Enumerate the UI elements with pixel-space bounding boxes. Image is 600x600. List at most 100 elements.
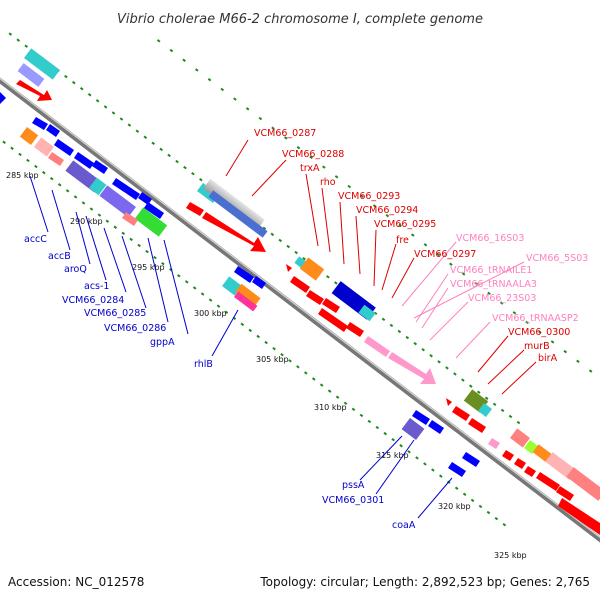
gene-arrow-red bbox=[502, 450, 514, 461]
tick-dot bbox=[153, 255, 157, 260]
gene-arrow-blue bbox=[74, 152, 94, 169]
gene-arrow-blue bbox=[112, 178, 140, 200]
gene-block-cyan bbox=[24, 48, 60, 80]
tick-dot bbox=[398, 223, 402, 228]
tick-dot bbox=[431, 468, 435, 472]
gene-block-cyan bbox=[477, 402, 493, 418]
gene-label: VCM66_23S03 bbox=[468, 293, 536, 304]
tick-dot bbox=[423, 243, 428, 247]
topology-label: Topology: circular; Length: 2,892,523 bp… bbox=[259, 575, 590, 589]
gene-arrow-red bbox=[514, 458, 526, 469]
tick-dot bbox=[79, 86, 84, 91]
tick-dot bbox=[182, 58, 186, 62]
tick-dot bbox=[334, 281, 338, 285]
tick-dot bbox=[484, 396, 489, 400]
leader-line bbox=[29, 175, 49, 233]
tick-dot bbox=[49, 176, 54, 181]
leader-line bbox=[487, 349, 525, 385]
tick-dot bbox=[103, 105, 108, 109]
tick-dot bbox=[397, 329, 402, 334]
gene-label: VCM66_16S03 bbox=[456, 233, 524, 244]
tick-dot bbox=[302, 256, 306, 261]
tick-dot bbox=[487, 291, 491, 296]
gene-label: trxA bbox=[300, 163, 320, 174]
gene-block-steelblue bbox=[208, 190, 268, 238]
gene-arrow-blue bbox=[54, 139, 74, 156]
gene-label: VCM66_0287 bbox=[254, 128, 316, 139]
tick-dot bbox=[105, 219, 110, 223]
tick-dot bbox=[304, 371, 308, 375]
tick-dot bbox=[137, 243, 141, 248]
feature-cluster-right-top bbox=[186, 178, 268, 252]
gene-block-pink bbox=[545, 452, 577, 480]
gene-label: VCM66_tRNAILE1 bbox=[450, 265, 532, 276]
leader-line bbox=[417, 477, 453, 519]
tick-label: 320 kbp bbox=[438, 502, 471, 511]
gene-arrow-red bbox=[468, 418, 486, 433]
tick-label: 315 kbp bbox=[376, 451, 409, 460]
leader-line bbox=[339, 201, 345, 265]
gene-arrow-blue bbox=[0, 92, 6, 104]
leader-line bbox=[413, 261, 525, 319]
gene-label: accC bbox=[24, 234, 47, 245]
gene-block-orange bbox=[19, 126, 39, 146]
tick-dot bbox=[486, 510, 491, 515]
gene-block-orange bbox=[299, 257, 325, 281]
gene-arrow-red bbox=[556, 486, 574, 501]
tick-dot bbox=[121, 231, 126, 236]
tick-dot bbox=[256, 334, 260, 339]
tick-dot bbox=[119, 117, 124, 121]
tick-dot-tracks bbox=[2, 32, 593, 527]
tick-dot bbox=[16, 38, 21, 42]
tick-dot bbox=[262, 226, 267, 230]
gene-arrow-salmon bbox=[122, 212, 138, 226]
leader-line bbox=[455, 321, 491, 359]
tick-dot bbox=[391, 437, 395, 442]
tick-label: 285 kbp bbox=[6, 171, 39, 180]
tick-dot bbox=[421, 347, 425, 352]
leader-line bbox=[305, 173, 319, 247]
leader-line bbox=[51, 189, 71, 251]
tick-dot bbox=[334, 175, 339, 179]
tick-dot bbox=[97, 213, 102, 217]
gene-label: rhlB bbox=[194, 359, 213, 370]
kbp-tick-labels: 285 kbp 290 kbp 295 kbp 300 kbp 305 kbp … bbox=[6, 171, 527, 560]
gene-label: murB bbox=[524, 341, 550, 352]
tick-dot bbox=[65, 189, 70, 193]
tick-dot bbox=[288, 359, 292, 363]
gene-label: fre bbox=[396, 235, 409, 246]
tick-dot bbox=[296, 145, 301, 150]
gene-label: coaA bbox=[392, 520, 416, 531]
gene-block-grey bbox=[203, 178, 265, 230]
tick-label: 305 kbp bbox=[256, 355, 289, 364]
tick-dot bbox=[500, 408, 505, 413]
tick-dot bbox=[474, 281, 479, 286]
tick-dot bbox=[311, 377, 316, 381]
gene-arrow-blue bbox=[144, 202, 164, 219]
gene-label: aroQ bbox=[64, 264, 87, 275]
gene-arrow-blue bbox=[32, 117, 48, 130]
tick-dot bbox=[224, 310, 229, 314]
leader-line bbox=[359, 435, 403, 481]
gene-arrow-blue bbox=[412, 410, 430, 425]
gene-label: pssA bbox=[342, 480, 365, 491]
tick-dot bbox=[159, 147, 163, 152]
left-gene-labels: accC accB aroQ acs-1 VCM66_0284 VCM66_02… bbox=[24, 175, 453, 531]
tick-dot bbox=[499, 301, 504, 305]
gene-label: accB bbox=[48, 251, 71, 262]
tick-dot bbox=[516, 420, 521, 425]
gene-arrow-blue bbox=[448, 462, 466, 477]
tick-dot bbox=[294, 250, 298, 255]
gene-label: VCM66_0293 bbox=[338, 191, 400, 202]
tick-dot bbox=[550, 340, 555, 344]
tick-dot bbox=[383, 431, 388, 436]
gene-label: VCM66_0295 bbox=[374, 219, 436, 230]
gene-label: VCM66_0288 bbox=[282, 149, 344, 160]
tick-dot bbox=[385, 213, 390, 218]
leader-line bbox=[121, 235, 147, 309]
tick-dot bbox=[129, 237, 133, 242]
tick-dot bbox=[233, 97, 237, 101]
gene-arrow-red bbox=[290, 276, 310, 293]
gene-arrow-blue bbox=[462, 452, 480, 467]
